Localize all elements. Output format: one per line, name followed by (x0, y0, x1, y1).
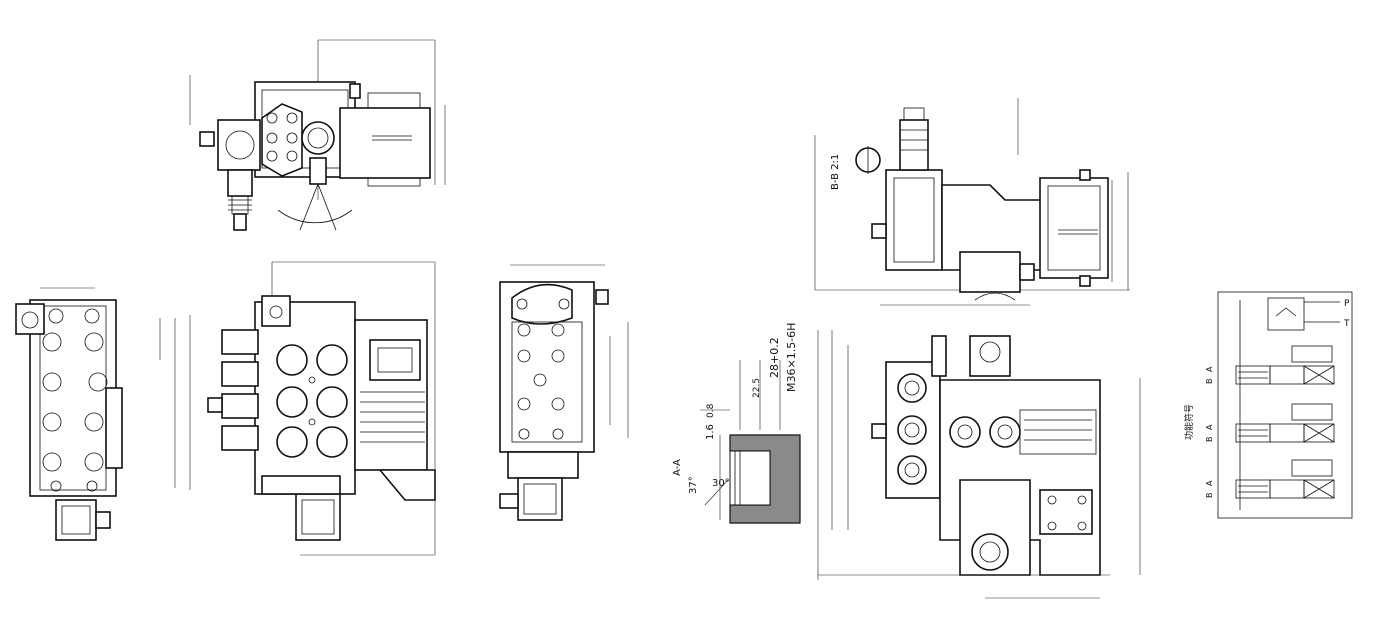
schematic-caption: 功能符号 (1183, 404, 1195, 440)
port-b-label-3: B (1205, 493, 1214, 499)
top-right-view-valve: B-B 2:1 (814, 98, 1130, 306)
angle-37-label: 37° (688, 476, 699, 494)
spool-section-3 (1235, 459, 1335, 499)
end-view-valve (499, 264, 629, 521)
section-bb-label: B-B 2:1 (830, 154, 841, 190)
depth-28-label: 28+0.2 (768, 337, 781, 378)
hydraulic-schematic: P T B (1183, 291, 1353, 519)
port-ba-label-1: B (1205, 379, 1214, 385)
port-t-label: T (1343, 319, 1350, 329)
chamfer-label: 1.6 (705, 424, 716, 440)
left-side-view (15, 287, 176, 541)
section-aa-label: A-A (672, 459, 683, 476)
thread-spec-label: M36×1.5-6H (785, 323, 798, 392)
port-a-label-1: A (1205, 366, 1214, 372)
spool-section-2 (1235, 403, 1335, 443)
spool-section-1 (1235, 345, 1335, 385)
port-p-label: P (1344, 299, 1350, 309)
bottom-right-view-valve (817, 330, 1141, 599)
angle-30-label: 30° (712, 478, 730, 489)
top-view-valve-assembly (189, 39, 446, 231)
port-a-label-2: A (1205, 424, 1214, 430)
port-b-label-2: B (1205, 437, 1214, 443)
front-view-valve-body (189, 261, 436, 556)
radius-label: 0.8 (706, 403, 716, 418)
port-section-a-a: M36×1.5-6H 28+0.2 22.5 1.6 0.8 37° 30° A… (672, 323, 801, 524)
port-a-label-3: A (1205, 480, 1214, 486)
depth-22-label: 22.5 (752, 378, 762, 398)
